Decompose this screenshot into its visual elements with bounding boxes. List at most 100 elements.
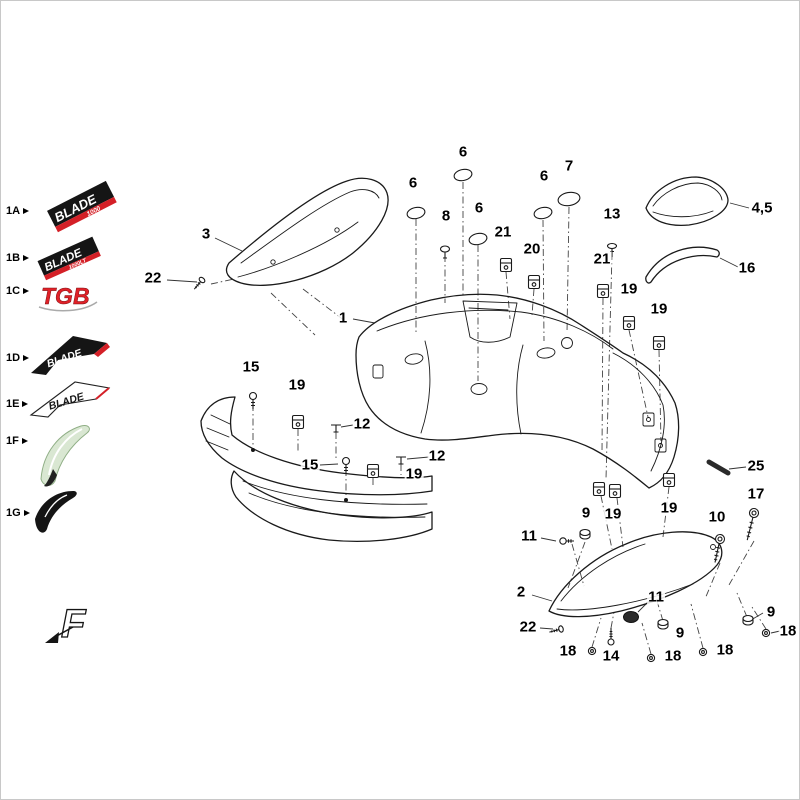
rivet-12-icon [331, 424, 341, 433]
legend-label: 1D [6, 352, 29, 364]
part-callout: 8 [440, 207, 452, 225]
part-callout: 22 [518, 618, 538, 636]
clip-19-icon [662, 472, 676, 488]
clip-19-icon [366, 463, 380, 479]
screw-11-icon [559, 537, 574, 545]
decal-1f-stripe [40, 425, 90, 487]
pin-25-icon [706, 459, 731, 476]
part-callout: 19 [287, 376, 307, 394]
part-callout: 18 [663, 647, 683, 665]
decals: BLADE 1000 BLADE 1000LT TGB BLADE [29, 180, 117, 647]
decal-1c-tgb-logo: TGB [38, 283, 98, 312]
part-callout: 17 [746, 485, 766, 503]
part-callout: 10 [707, 508, 727, 526]
decal-1a-blade-1000: BLADE 1000 [47, 180, 117, 233]
pushnut-18-icon [646, 653, 656, 663]
part-callout: 12 [427, 447, 447, 465]
nut-9-icon [742, 614, 754, 626]
decal-1e-blade-white: BLADE [29, 381, 111, 418]
part-callout: 25 [746, 457, 766, 475]
fasteners [193, 168, 771, 663]
part-callout: 9 [580, 504, 592, 522]
part-callout: 15 [241, 358, 261, 376]
legend-label: 1G [6, 507, 30, 519]
clip-20-icon [527, 274, 541, 290]
front-direction-mark: F [45, 601, 88, 647]
fastener-8-icon [439, 245, 451, 259]
part-callout: 6 [538, 167, 550, 185]
screw-22-icon [193, 276, 206, 290]
mounting-brackets [642, 412, 667, 453]
bolt-15-icon [248, 391, 258, 409]
part-callout: 11 [647, 588, 665, 606]
part-callout: 18 [558, 642, 578, 660]
screw-22-icon [549, 625, 564, 633]
label-pointer-lines [166, 202, 781, 634]
pushnut-18-icon [761, 628, 771, 638]
part-callout: 16 [737, 259, 757, 277]
part-callout: 14 [601, 647, 621, 665]
part-callout: 6 [407, 174, 419, 192]
part-callout: 22 [143, 269, 163, 287]
part-callout: 19 [659, 499, 679, 517]
rivet-12-icon [396, 456, 406, 465]
front-direction-letter: F [61, 602, 87, 646]
bolt-10-icon [713, 533, 726, 563]
bolt-17-icon [746, 507, 760, 541]
leader-lines [210, 182, 767, 655]
part-callout: 13 [602, 205, 622, 223]
plug-7-icon [557, 191, 581, 207]
pushnut-18-icon [698, 647, 708, 657]
part-callout: 3 [200, 225, 212, 243]
part-callout: 6 [473, 199, 485, 217]
part-callout: 1 [337, 309, 349, 327]
plug-6-icon [468, 232, 488, 246]
part-callout: 2 [515, 583, 527, 601]
plug-6-icon [406, 206, 426, 220]
pushnut-18-icon [587, 646, 597, 656]
part-callout: 20 [522, 240, 542, 258]
part-3-fender-garnish [225, 177, 389, 286]
direction-arrow-icon [45, 632, 59, 643]
clip-19-icon [622, 315, 636, 331]
decal-1c-text: TGB [41, 283, 90, 309]
legend-label: 1A [6, 205, 29, 217]
part-callout: 19 [603, 505, 623, 523]
clip-21-icon [499, 257, 513, 273]
part-callout: 11 [520, 527, 538, 545]
part-callout: 19 [649, 300, 669, 318]
legend-label: 1F [6, 435, 28, 447]
part-callout: 15 [300, 456, 320, 474]
clip-19-icon [608, 483, 622, 499]
clip-21-icon [596, 283, 610, 299]
part-callout: 4,5 [750, 199, 774, 217]
part-callout: 9 [674, 624, 686, 642]
nut-9-icon [579, 528, 591, 540]
part-2-side-panel [548, 531, 723, 618]
clip-19-icon [291, 414, 305, 430]
part-callout: 21 [493, 223, 513, 241]
part-16-windshield [645, 246, 720, 284]
legend-label: 1C [6, 285, 29, 297]
decal-1d-blade-black: BLADE [31, 336, 110, 375]
part-callout: 9 [765, 603, 777, 621]
part-callout: 18 [715, 641, 735, 659]
grommet-11-icon [623, 611, 639, 623]
bolt-15-icon [341, 456, 351, 474]
part-callout: 21 [592, 250, 612, 268]
part-callout: 18 [778, 622, 798, 640]
clip-19-icon [652, 335, 666, 351]
part-callout: 19 [619, 280, 639, 298]
part-1-front-fender [355, 293, 680, 489]
screw-14-icon [607, 628, 615, 646]
nut-9-icon [657, 618, 669, 630]
part-4-5-cover [645, 176, 729, 227]
clip-19-icon [592, 481, 606, 497]
part-callout: 7 [563, 157, 575, 175]
part-callout: 19 [404, 465, 424, 483]
plug-6-icon [453, 168, 473, 182]
plug-6-icon [533, 206, 553, 220]
decal-1g-stripe [35, 491, 77, 533]
